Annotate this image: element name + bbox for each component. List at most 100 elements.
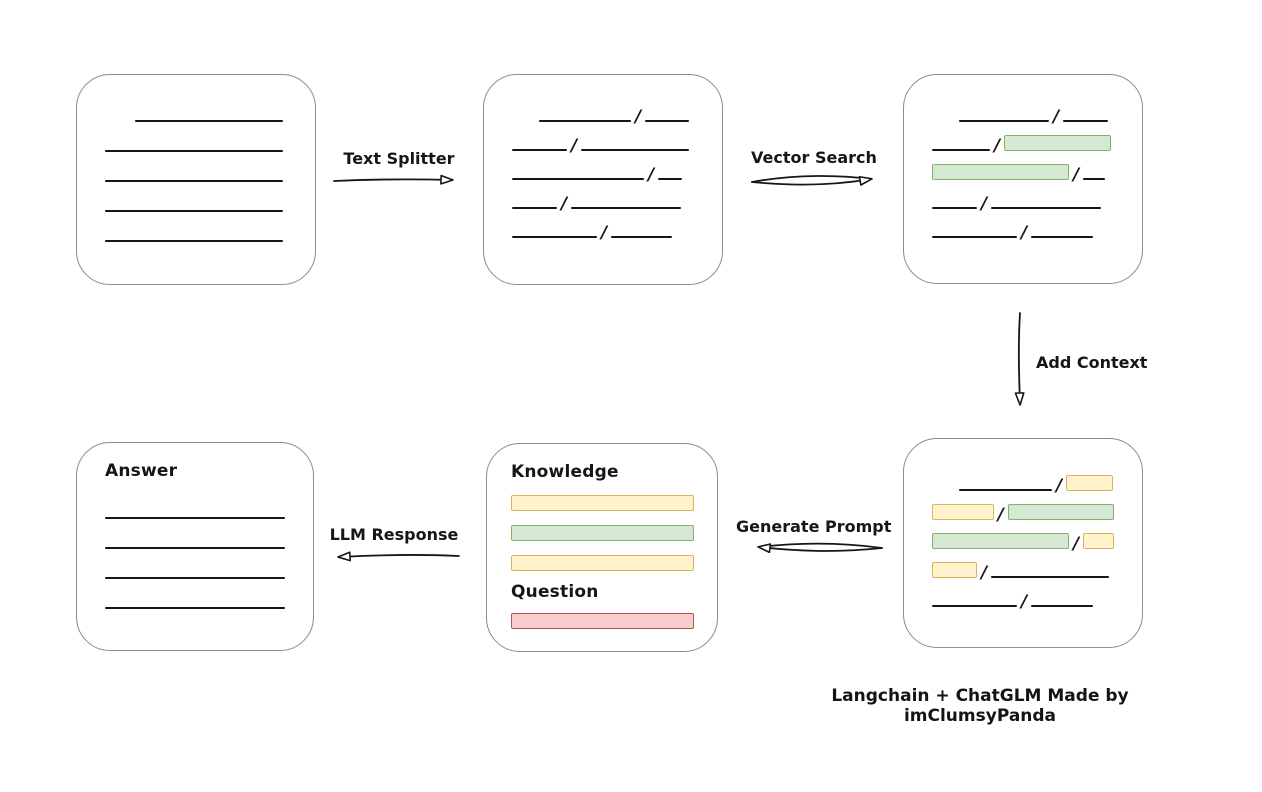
text-splitter-label: Text Splitter	[343, 149, 455, 168]
green-highlight-chip	[1007, 504, 1114, 520]
generate-prompt-arrow	[757, 543, 883, 554]
slash-separator: /	[1073, 165, 1080, 185]
text-line	[932, 605, 1017, 607]
yellow-highlight-chip	[1066, 475, 1114, 491]
slash-separator: /	[1021, 592, 1028, 612]
split-chunks-box: / / / / /	[483, 74, 723, 285]
text-line	[991, 207, 1102, 209]
chunk-row: /	[512, 151, 694, 185]
llm-response-arrow	[337, 551, 460, 562]
source-document-box	[76, 74, 316, 285]
green-highlight-chip	[932, 164, 1069, 180]
text-line	[581, 149, 690, 151]
chunk-row: /	[932, 491, 1114, 525]
text-line	[105, 577, 285, 579]
green-highlight-chip	[932, 533, 1069, 549]
text-line	[1083, 178, 1106, 180]
text-line	[1031, 236, 1094, 238]
slash-separator: /	[994, 136, 1001, 156]
yellow-highlight-chip	[1083, 533, 1114, 549]
text-line	[932, 207, 977, 209]
text-line	[105, 547, 285, 549]
add-context-arrow	[1014, 312, 1025, 406]
chunk-row: /	[512, 209, 694, 243]
slash-separator: /	[635, 107, 642, 127]
slash-separator: /	[561, 194, 568, 214]
text-line-row	[105, 92, 287, 122]
text-line-row	[105, 519, 285, 549]
text-line-row	[105, 122, 287, 152]
slash-separator: /	[601, 223, 608, 243]
chunk-row: /	[512, 122, 694, 156]
text-line	[105, 240, 283, 242]
text-line	[571, 207, 682, 209]
text-line	[539, 120, 631, 122]
text-line	[959, 120, 1049, 122]
generate-prompt-label: Generate Prompt	[736, 517, 892, 536]
text-line	[105, 180, 283, 182]
question-bars	[511, 613, 694, 629]
document-lines	[77, 75, 315, 242]
llm-response-label: LLM Response	[329, 525, 459, 544]
text-line	[1063, 120, 1109, 122]
text-line	[105, 210, 283, 212]
vector-search-arrow	[751, 175, 873, 186]
chunk-row: /	[932, 549, 1114, 582]
answer-box: Answer	[76, 442, 314, 651]
context-box: /////	[903, 438, 1143, 648]
text-line	[658, 178, 683, 180]
text-line	[512, 236, 597, 238]
chunk-row: /	[512, 180, 694, 214]
green-highlight-chip	[1004, 135, 1112, 151]
knowledge-label: Knowledge	[511, 462, 619, 482]
chunk-row: /	[932, 151, 1114, 185]
add-context-label: Add Context	[1036, 353, 1148, 372]
slash-separator: /	[571, 136, 578, 156]
text-line	[512, 178, 644, 180]
green-bar	[511, 525, 694, 541]
chunk-row: /	[932, 93, 1114, 127]
text-line	[512, 207, 557, 209]
diagram-caption: Langchain + ChatGLM Made by imClumsyPand…	[831, 686, 1129, 726]
text-line-row	[105, 152, 287, 182]
text-line	[105, 517, 285, 519]
question-label: Question	[511, 582, 599, 602]
text-line-row	[105, 489, 285, 519]
chunk-row: /	[932, 122, 1114, 156]
yellow-bar	[511, 555, 694, 571]
yellow-highlight-chip	[932, 562, 977, 578]
prompt-box: Knowledge Question	[486, 443, 718, 652]
slash-separator: /	[1073, 534, 1080, 554]
vector-search-label: Vector Search	[751, 148, 877, 167]
text-line	[1031, 605, 1094, 607]
chunk-rows: / / / / /	[484, 75, 722, 243]
text-line	[512, 149, 567, 151]
text-line	[645, 120, 690, 122]
slash-separator: /	[981, 194, 988, 214]
slash-separator: /	[648, 165, 655, 185]
text-line	[611, 236, 673, 238]
text-line	[932, 149, 990, 151]
answer-label: Answer	[105, 461, 178, 481]
search-results-box: / / / / /	[903, 74, 1143, 284]
chunk-row: /	[512, 93, 694, 127]
text-line-row	[105, 579, 285, 609]
text-line	[105, 150, 283, 152]
yellow-bar	[511, 495, 694, 511]
slash-separator: /	[1053, 107, 1060, 127]
generate-prompt-arrow-top	[758, 542, 883, 549]
chunk-row: /	[932, 180, 1114, 214]
chunk-row: /	[932, 578, 1114, 612]
chunk-row: /	[932, 462, 1114, 496]
slash-separator: /	[997, 505, 1004, 525]
knowledge-bars	[511, 495, 694, 571]
text-line	[991, 576, 1110, 578]
answer-lines	[105, 481, 285, 609]
slash-separator: /	[1021, 223, 1028, 243]
search-result-rows: / / / / /	[904, 75, 1142, 243]
text-line	[959, 489, 1052, 491]
text-line-row	[105, 212, 287, 242]
text-line-row	[105, 182, 287, 212]
slash-separator: /	[1056, 476, 1063, 496]
